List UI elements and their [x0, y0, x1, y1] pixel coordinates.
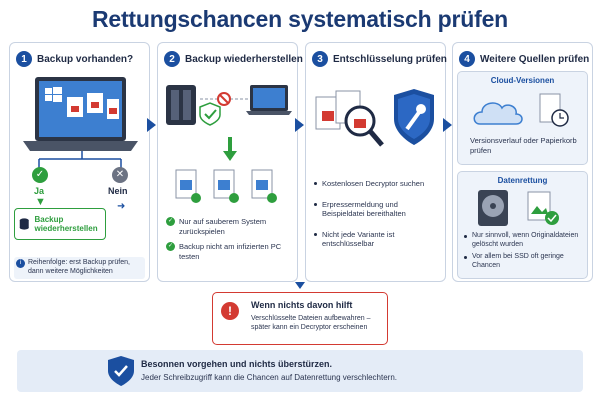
laptop-icon: [23, 77, 138, 151]
infected-laptop-icon: [246, 85, 292, 115]
data-rescue-box: Datenrettung Nur sinnvoll, wenn Original…: [457, 171, 588, 279]
bullet-item: Nur sinnvoll, wenn Originaldateien gelös…: [464, 232, 586, 249]
panel-backup-check: 1 Backup vorhanden? ✓ ✕ Ja Nein ▼ ➜: [9, 42, 150, 282]
yes-check-icon: ✓: [32, 167, 48, 183]
no-arrow-icon: ➜: [117, 201, 126, 212]
cloud-versions-text: Versionsverlauf oder Papierkorb prüfen: [470, 136, 577, 155]
panel-decryption: 3 Entschlüsselung prüfen Kostenlosen Dec…: [305, 42, 447, 282]
decryption-illustration: [315, 89, 434, 147]
check-icon: ✓: [166, 217, 175, 226]
footer-headline: Besonnen vorgehen und nichts überstürzen…: [141, 359, 333, 369]
restored-files-icon: [175, 169, 277, 203]
order-note-text: Reihenfolge: erst Backup prüfen, dann we…: [28, 259, 130, 275]
panel-other-sources: 4 Weitere Quellen prüfen Cloud-Versionen…: [452, 42, 593, 282]
check-item: ✓Backup nicht am infizierten PC testen: [166, 242, 282, 261]
branch-lines: [38, 151, 122, 169]
panel-header: 2 Backup wiederherstellen: [164, 51, 303, 67]
step-number: 3: [312, 51, 328, 67]
page-title: Rettungschancen systematisch prüfen: [91, 6, 509, 32]
step-number: 1: [16, 51, 32, 67]
panel-title: Entschlüsselung prüfen: [333, 53, 447, 65]
cloud-versions-box: Cloud-Versionen Versionsverlauf oder Pap…: [457, 71, 588, 165]
footer-text: Jeder Schreibzugriff kann die Chancen au…: [141, 373, 398, 382]
data-rescue-bullets: Nur sinnvoll, wenn Originaldateien gelös…: [464, 232, 586, 270]
bullet-item: Kostenlosen Decryptor suchen: [314, 179, 442, 189]
windows-logo-icon: [45, 87, 62, 102]
restore-box-label: Backup wiederherstellen: [34, 215, 98, 233]
bullet-item: Nicht jede Variante ist entschlüsselbar: [314, 230, 442, 249]
panel-title: Weitere Quellen prüfen: [480, 53, 590, 65]
step-number: 4: [459, 51, 475, 67]
warning-icon: !: [221, 302, 239, 320]
restore-illustration: [166, 85, 292, 161]
blocked-icon: [217, 92, 231, 106]
flow-arrow-icon: [147, 118, 156, 132]
decryption-bullets: Kostenlosen Decryptor suchen Erpresserme…: [314, 179, 442, 249]
nas-server-icon: [166, 85, 196, 125]
check-item: ✓Nur auf sauberem System zurückspielen: [166, 217, 267, 236]
bullet-item: Erpressermeldung und Beispieldatei berei…: [314, 200, 442, 219]
panel-title: Backup vorhanden?: [37, 53, 134, 65]
magnifier-lock-icon: [344, 105, 384, 147]
locked-file-icon: [67, 93, 119, 119]
clock-document-icon: [539, 93, 569, 127]
footer-banner: Besonnen vorgehen und nichts überstürzen…: [17, 350, 583, 392]
panel-header: 3 Entschlüsselung prüfen: [312, 51, 447, 67]
step-number: 2: [164, 51, 180, 67]
image-check-icon: [527, 191, 559, 225]
info-icon: i: [16, 259, 25, 268]
order-note: i Reihenfolge: erst Backup prüfen, dann …: [14, 257, 145, 279]
database-icon: [19, 218, 29, 230]
warning-title: Wenn nichts davon hilft: [251, 300, 353, 310]
cloud-versions-heading: Cloud-Versionen: [490, 76, 555, 85]
no-x-icon: ✕: [112, 167, 128, 183]
panel-restore-backup: 2 Backup wiederherstellen: [157, 42, 303, 282]
restore-box: Backup wiederherstellen: [14, 208, 106, 240]
no-label: Nein: [108, 186, 128, 196]
fallback-warning-box: ! Wenn nichts davon hilft Verschlüsselte…: [212, 292, 388, 345]
shield-wrench-icon: [394, 89, 434, 145]
bullet-item: Vor allem bei SSD oft geringe Chancen: [464, 253, 586, 270]
cloud-history-illustration: [473, 93, 569, 127]
data-rescue-heading: Datenrettung: [497, 176, 548, 185]
flow-arrow-icon: [443, 118, 452, 132]
yes-label: Ja: [34, 186, 45, 196]
warning-text: Verschlüsselte Dateien aufbewahren – spä…: [251, 315, 371, 331]
shield-check-icon: [199, 102, 221, 126]
check-icon: ✓: [166, 242, 175, 251]
data-rescue-illustration: [478, 190, 559, 226]
flow-arrow-icon: [295, 118, 304, 132]
hard-drive-icon: [478, 190, 508, 226]
restore-checklist: ✓Nur auf sauberem System zurückspielen ✓…: [166, 217, 294, 261]
panel-title: Backup wiederherstellen: [185, 53, 303, 65]
panel-header: 4 Weitere Quellen prüfen: [459, 51, 589, 67]
yes-arrow-icon: ▼: [35, 196, 46, 208]
cloud-icon: [473, 102, 523, 125]
shield-check-icon: [108, 356, 134, 386]
panel-header: 1 Backup vorhanden?: [16, 51, 133, 67]
down-arrow-icon: [295, 282, 305, 289]
